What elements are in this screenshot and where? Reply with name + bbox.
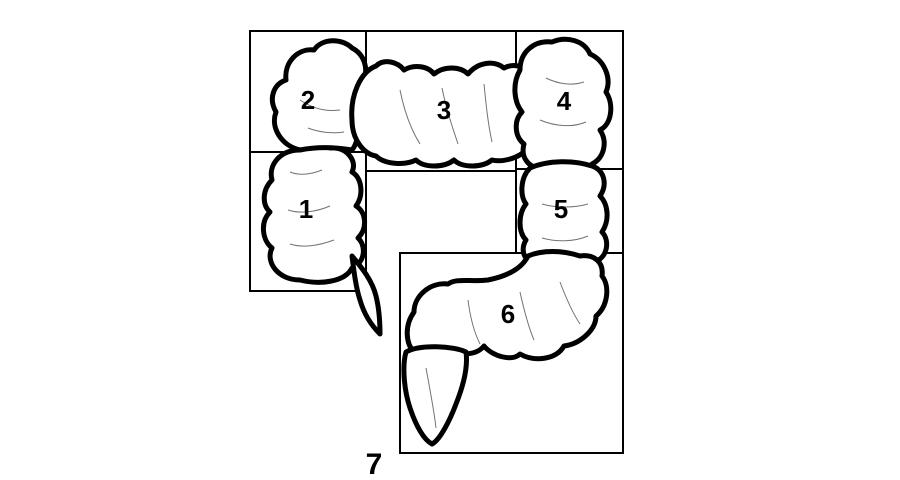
colon-outline <box>261 36 614 447</box>
hepatic-flexure <box>269 38 369 153</box>
sigmoid-colon <box>404 249 610 362</box>
region-label-3: 3 <box>437 95 451 125</box>
haustra-creases <box>287 77 589 429</box>
appendix <box>349 253 383 337</box>
region-label-7: 7 <box>366 448 383 480</box>
splenic-flexure <box>512 36 614 176</box>
region-label-4: 4 <box>557 86 572 116</box>
ascending-colon <box>261 142 367 285</box>
region-labels: 1 2 3 4 5 6 7 <box>299 85 572 480</box>
region-label-6: 6 <box>501 299 515 329</box>
region-label-5: 5 <box>554 194 568 224</box>
rectum <box>401 344 469 447</box>
region-label-2: 2 <box>301 85 315 115</box>
region-label-1: 1 <box>299 194 313 224</box>
region-box-6 <box>399 252 624 454</box>
